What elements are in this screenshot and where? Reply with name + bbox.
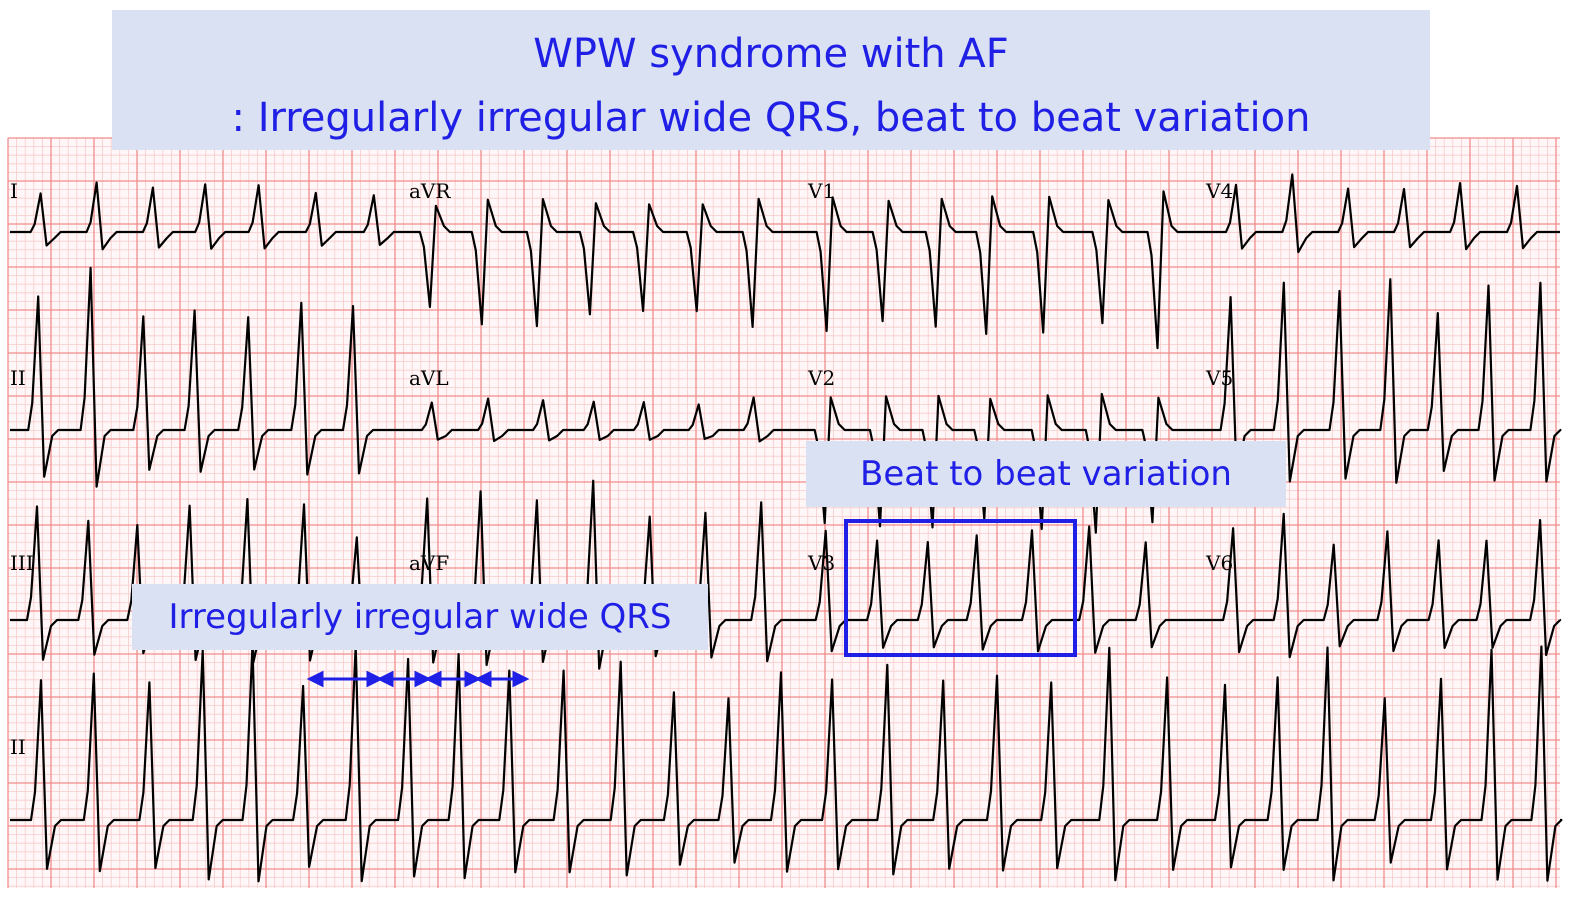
grid-minor-lines xyxy=(8,138,1560,888)
lead-label-V4: V4 xyxy=(1205,179,1233,203)
rr-interval-arrows xyxy=(306,670,530,688)
title-line-2: : Irregularly irregular wide QRS, beat t… xyxy=(231,95,1311,141)
rr-arrowhead-3-right xyxy=(464,670,482,688)
lead-label-V6: V6 xyxy=(1205,551,1233,575)
trace-II xyxy=(10,266,400,488)
beat-variation-callout: Beat to beat variation xyxy=(806,441,1286,507)
rr-arrowhead-3-left xyxy=(424,670,442,688)
lead-label-V5: V5 xyxy=(1205,366,1233,390)
rr-arrowhead-4-left xyxy=(474,670,492,688)
lead-label-II: II xyxy=(10,366,26,390)
title-banner: WPW syndrome with AF : Irregularly irreg… xyxy=(112,10,1430,150)
lead-label-V3: V3 xyxy=(807,551,835,575)
rr-arrowhead-2-right xyxy=(414,670,432,688)
trace-V4 xyxy=(1204,173,1560,254)
trace-V6 xyxy=(1204,512,1562,659)
lead-label-III: III xyxy=(10,551,34,575)
ecg-traces xyxy=(10,173,1563,883)
title-line-1: WPW syndrome with AF xyxy=(533,31,1009,77)
lead-label-I: I xyxy=(10,179,18,203)
trace-V5 xyxy=(1204,278,1562,484)
lead-label-V1: V1 xyxy=(807,179,835,203)
rr-arrowhead-1-right xyxy=(366,670,384,688)
trace-V1 xyxy=(798,190,1204,350)
trace-rhythm-II xyxy=(10,643,1563,883)
lead-label-rhythm-II: II xyxy=(10,735,26,759)
lead-label-aVF: aVF xyxy=(409,551,449,575)
beat-variation-highlight-box xyxy=(844,519,1077,657)
trace-aVL xyxy=(400,396,798,443)
rr-arrowhead-4-right xyxy=(512,670,530,688)
trace-I xyxy=(10,181,400,251)
trace-V3 xyxy=(798,525,1204,654)
trace-aVR xyxy=(400,197,798,328)
rr-arrowhead-1-left xyxy=(306,670,324,688)
lead-label-aVR: aVR xyxy=(409,179,451,203)
lead-label-V2: V2 xyxy=(807,366,835,390)
irregular-qrs-callout: Irregularly irregular wide QRS xyxy=(132,584,708,650)
lead-label-aVL: aVL xyxy=(409,366,449,390)
rr-arrowhead-2-left xyxy=(376,670,394,688)
